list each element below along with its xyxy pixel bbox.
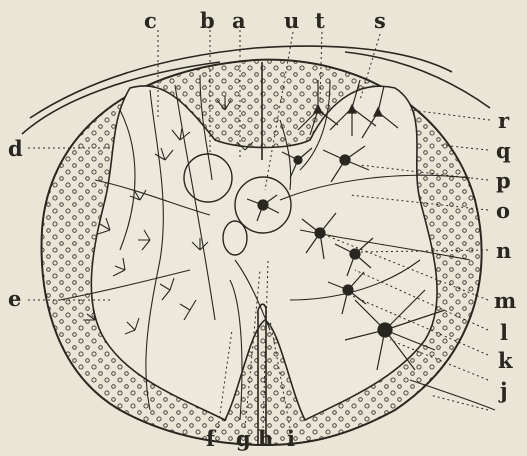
label-j: j bbox=[500, 380, 508, 401]
label-p: p bbox=[496, 170, 511, 191]
label-i: i bbox=[287, 428, 295, 449]
label-u: u bbox=[284, 10, 299, 31]
label-r: r bbox=[498, 110, 509, 131]
label-g: g bbox=[236, 428, 251, 449]
label-e: e bbox=[8, 288, 21, 309]
label-a: a bbox=[232, 10, 246, 31]
label-s: s bbox=[374, 10, 386, 31]
label-t: t bbox=[315, 10, 325, 31]
label-n: n bbox=[496, 240, 511, 261]
label-h: h bbox=[258, 428, 273, 449]
label-c: c bbox=[144, 10, 157, 31]
label-m: m bbox=[494, 290, 516, 311]
label-b: b bbox=[200, 10, 215, 31]
label-k: k bbox=[498, 350, 513, 371]
label-o: o bbox=[496, 200, 510, 221]
label-f: f bbox=[206, 428, 215, 449]
label-d: d bbox=[8, 138, 23, 159]
label-l: l bbox=[500, 322, 508, 343]
label-q: q bbox=[496, 140, 511, 161]
